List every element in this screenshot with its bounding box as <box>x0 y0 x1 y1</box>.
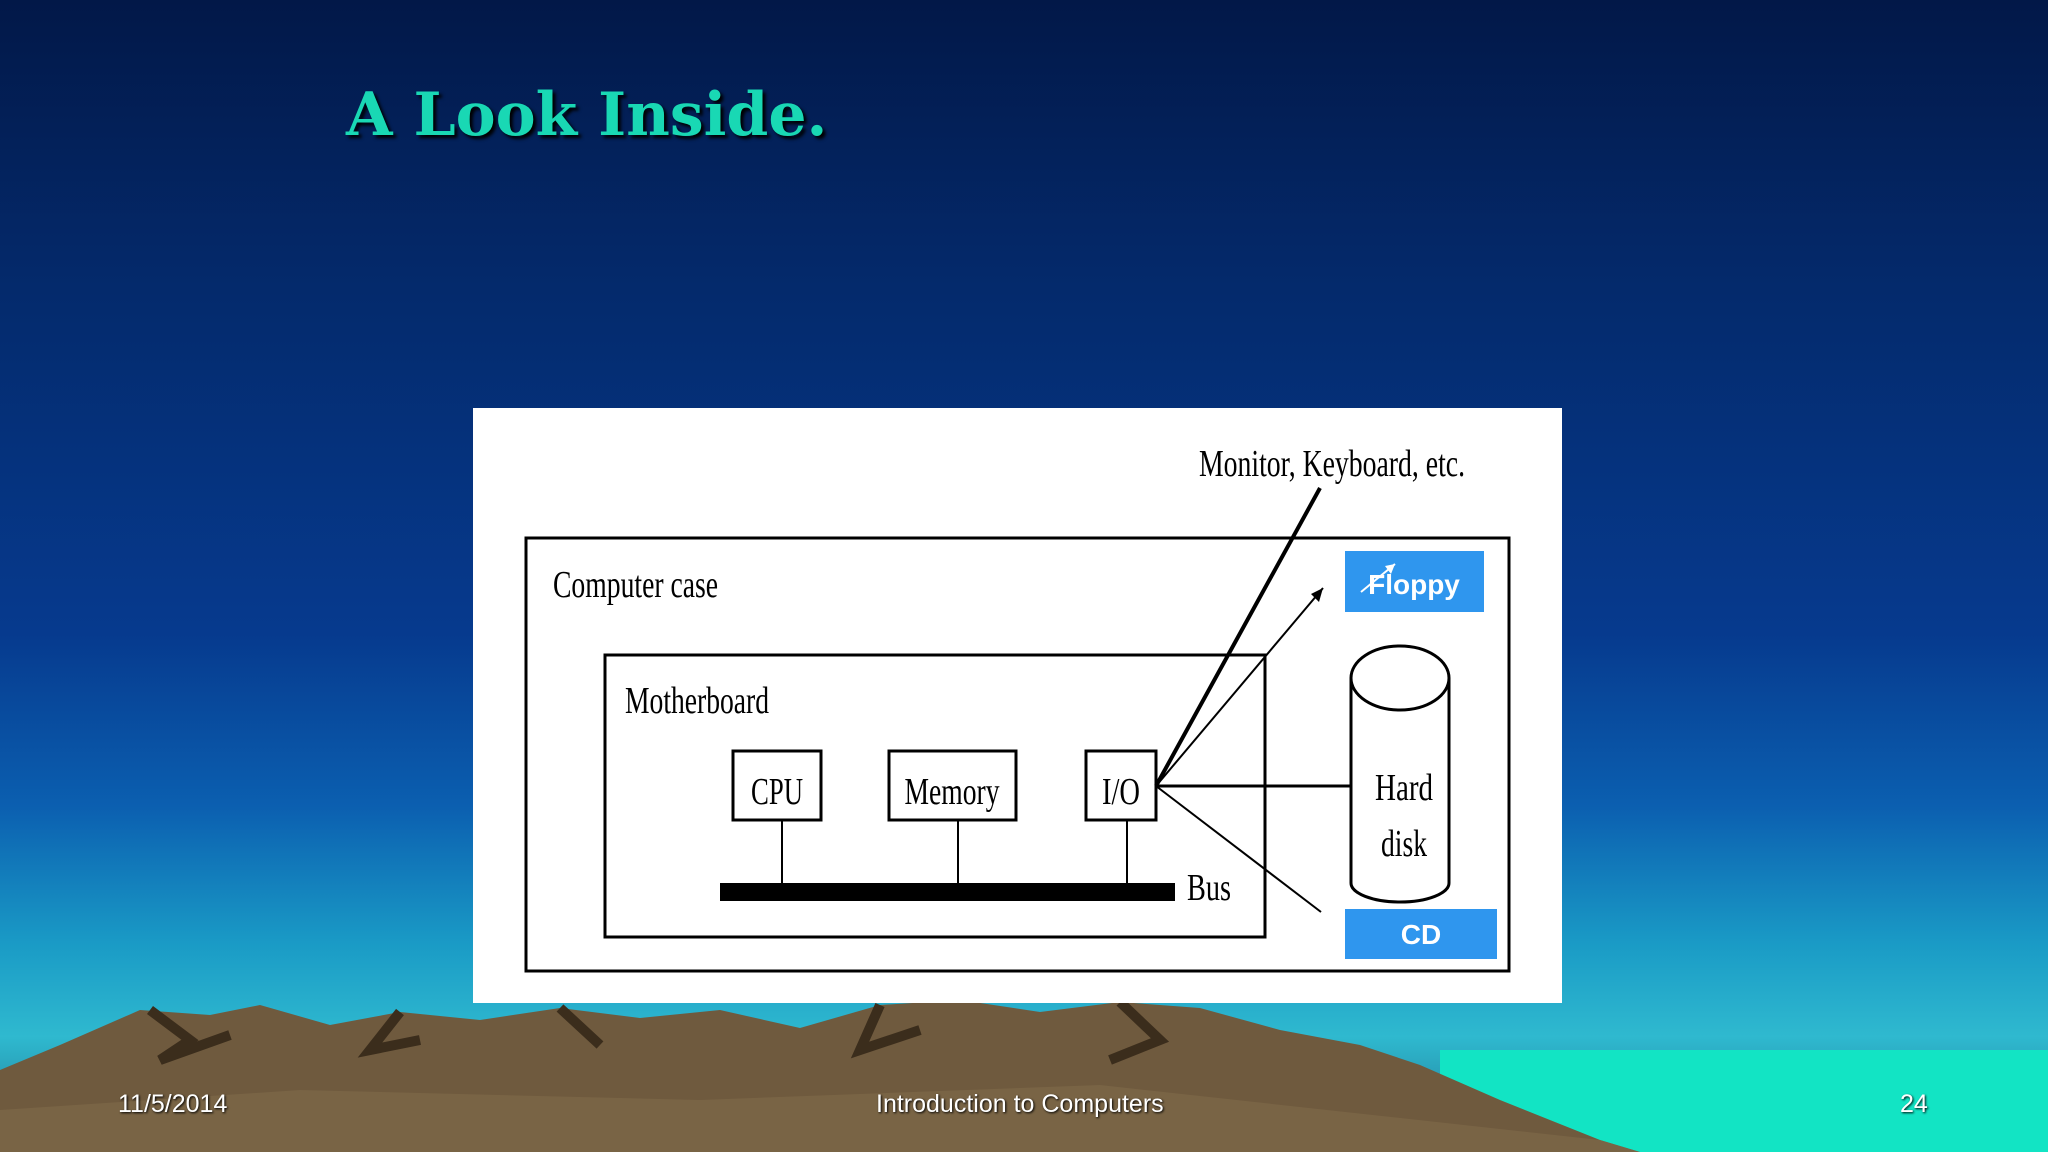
bus-label: Bus <box>1187 867 1231 909</box>
memory-label: Memory <box>905 771 1000 813</box>
memory-box <box>887 749 1018 822</box>
diagram-svg: Monitor, Keyboard, etc. Computer case Mo… <box>524 443 1511 973</box>
slide-number: 24 <box>1900 1090 1928 1118</box>
cd-box <box>1345 909 1497 959</box>
computer-case-label: Computer case <box>553 564 718 606</box>
cpu-box <box>731 749 823 822</box>
footer-date: 11/5/2014 <box>118 1090 228 1118</box>
slide-title: A Look Inside. <box>346 80 828 150</box>
motherboard-label: Motherboard <box>625 680 769 722</box>
external-devices-label: Monitor, Keyboard, etc. <box>1199 443 1465 485</box>
cpu-label: CPU <box>751 771 803 813</box>
hard-disk-label-line1: Hard <box>1375 767 1433 809</box>
computer-case-box <box>524 536 1511 973</box>
io-label: I/O <box>1102 771 1140 813</box>
footer-course-title: Introduction to Computers <box>876 1090 1164 1118</box>
computer-architecture-diagram: Monitor, Keyboard, etc. Computer case Mo… <box>473 408 1562 1003</box>
floppy-label: Floppy <box>1368 569 1460 600</box>
hard-disk-cylinder <box>1349 644 1451 904</box>
motherboard-box <box>603 653 1267 939</box>
cd-label: CD <box>1401 919 1441 950</box>
mountain-range-illustration <box>0 998 2048 1152</box>
floppy-box <box>1345 551 1484 612</box>
hard-disk-label-line2: disk <box>1381 823 1427 865</box>
bus-bar <box>720 883 1175 901</box>
